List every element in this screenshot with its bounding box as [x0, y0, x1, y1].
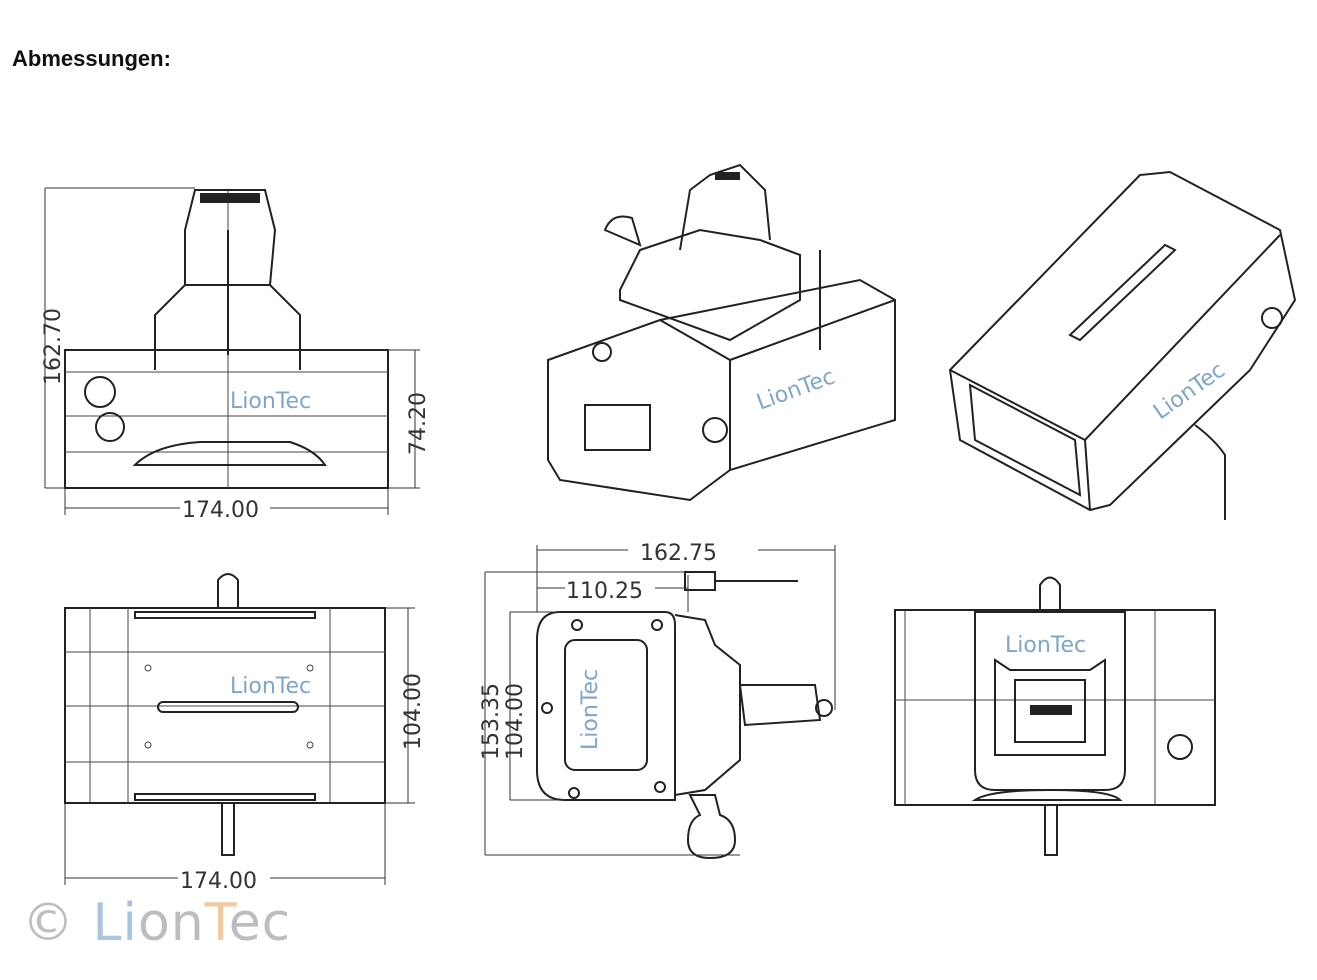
logo-letter-l: L: [92, 893, 123, 953]
brand-label: LionTec: [578, 669, 603, 750]
brand-label: LionTec: [1005, 633, 1086, 658]
brand-label: LionTec: [230, 389, 311, 414]
brand-label: LionTec: [1149, 358, 1230, 425]
dim-height-body: 74.20: [406, 392, 431, 455]
logo-letter-t: T: [204, 893, 229, 953]
dim-partial-length: 110.25: [566, 579, 643, 604]
iso-front-view: LionTec: [547, 163, 896, 502]
iso-rear-view: LionTec: [948, 170, 1297, 520]
top-view: LionTec 104.00 174.00: [64, 573, 426, 894]
copyright-symbol: ©: [22, 893, 75, 953]
page-heading: Abmessungen:: [12, 46, 171, 71]
dim-height-total: 153.35: [479, 683, 504, 760]
front-view: LionTec 162.70 74.20 174.00: [41, 187, 431, 523]
dim-height-total: 162.70: [41, 308, 66, 385]
dim-height-body: 104.00: [503, 683, 528, 760]
dim-overall-length: 162.75: [640, 541, 717, 566]
dim-width: 174.00: [180, 869, 257, 894]
logo-on: on: [137, 893, 205, 953]
liontec-watermark: © LionTec: [22, 893, 291, 953]
logo-ec: ec: [228, 893, 292, 953]
brand-label: LionTec: [230, 674, 311, 699]
side-view: LionTec 162.75 110.25 153.35 104.00: [479, 538, 836, 860]
dim-width: 174.00: [182, 498, 259, 523]
brand-label: LionTec: [754, 364, 839, 415]
dim-depth: 104.00: [401, 673, 426, 750]
logo-letter-i: i: [122, 893, 138, 953]
bottom-view: LionTec: [894, 576, 1216, 856]
